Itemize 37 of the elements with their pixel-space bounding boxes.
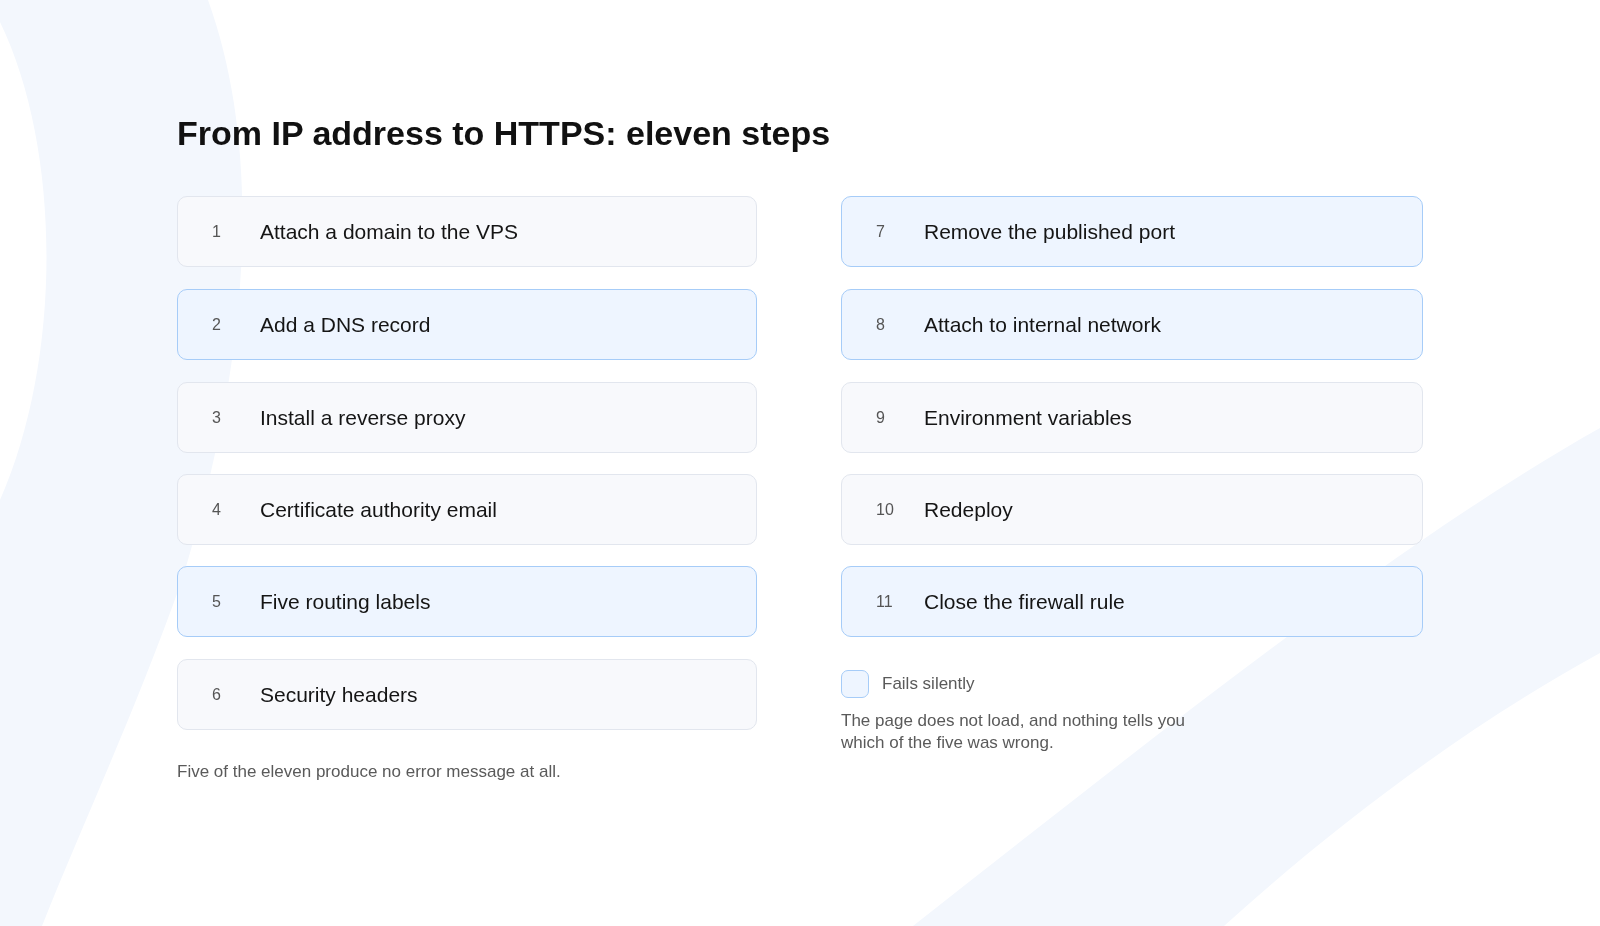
step-number: 6 <box>212 685 221 704</box>
step-number: 7 <box>876 222 885 241</box>
step-number: 11 <box>876 592 893 611</box>
step-label: Remove the published port <box>924 219 1175 244</box>
step-number: 9 <box>876 408 885 427</box>
step-card <box>177 566 757 637</box>
step-label: Add a DNS record <box>260 312 431 337</box>
step-card <box>177 196 757 267</box>
step-label: Certificate authority email <box>260 497 497 522</box>
legend-note: The page does not load, and nothing tells you which of the five was wrong. <box>841 710 1187 754</box>
step-card <box>177 289 757 360</box>
step-number: 1 <box>212 222 221 241</box>
step-label: Redeploy <box>924 497 1013 522</box>
step-number: 4 <box>212 500 221 519</box>
step-card <box>177 382 757 453</box>
step-label: Five routing labels <box>260 589 431 614</box>
step-number: 10 <box>876 500 894 519</box>
step-number: 5 <box>212 592 221 611</box>
step-label: Install a reverse proxy <box>260 405 466 430</box>
footnote: Five of the eleven produce no error message at all. <box>177 761 561 783</box>
step-card <box>177 659 757 730</box>
step-number: 2 <box>212 315 221 334</box>
step-label: Close the firewall rule <box>924 589 1125 614</box>
step-number: 3 <box>212 408 221 427</box>
step-card <box>841 289 1423 360</box>
legend-label: Fails silently <box>882 673 975 695</box>
step-card <box>841 474 1423 545</box>
step-card <box>841 566 1423 637</box>
step-card <box>841 382 1423 453</box>
step-label: Security headers <box>260 682 418 707</box>
step-number: 8 <box>876 315 885 334</box>
step-card <box>841 196 1423 267</box>
step-label: Attach a domain to the VPS <box>260 219 518 244</box>
step-label: Environment variables <box>924 405 1132 430</box>
page-title: From IP address to HTTPS: eleven steps <box>177 114 831 154</box>
step-card <box>177 474 757 545</box>
step-label: Attach to internal network <box>924 312 1161 337</box>
